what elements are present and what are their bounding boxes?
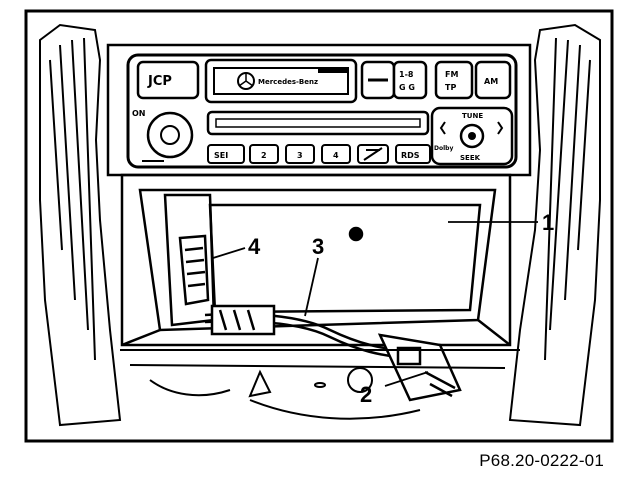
lower-console bbox=[120, 349, 520, 420]
radio-mode-key-1: 1-8 bbox=[399, 70, 414, 79]
radio-dolby-label: Dolby bbox=[434, 145, 453, 152]
callout-4: 4 bbox=[248, 234, 261, 259]
radio-mode-key-2: G G bbox=[399, 83, 415, 92]
console-left-panel bbox=[39, 23, 122, 427]
radio-tp-key: TP bbox=[445, 83, 456, 92]
radio-preset-4: 4 bbox=[333, 151, 339, 160]
callout-2: 2 bbox=[360, 382, 372, 407]
figure-reference-code: P68.20-0222-01 bbox=[479, 451, 604, 470]
console-right-panel bbox=[508, 23, 601, 427]
callout-1: 1 bbox=[542, 210, 554, 235]
radio-fm-key: FM bbox=[445, 70, 458, 79]
radio-am-key: AM bbox=[484, 77, 498, 86]
callout-3: 3 bbox=[312, 234, 324, 259]
callout-leaders bbox=[212, 221, 538, 387]
radio-on-label: ON bbox=[132, 109, 146, 118]
radio-preset-rds: RDS bbox=[401, 151, 420, 160]
radio-preset-1: SEI bbox=[214, 151, 228, 160]
radio-logo: JCP bbox=[147, 74, 172, 89]
radio-preset-2: 2 bbox=[261, 151, 267, 160]
radio-seek-label: SEEK bbox=[460, 154, 481, 162]
radio-preset-3: 3 bbox=[297, 151, 303, 160]
radio-unit bbox=[126, 53, 518, 169]
console-bezel bbox=[106, 43, 532, 177]
radio-display-brand: Mercedes-Benz bbox=[258, 78, 318, 86]
radio-tune-label: TUNE bbox=[462, 112, 483, 120]
